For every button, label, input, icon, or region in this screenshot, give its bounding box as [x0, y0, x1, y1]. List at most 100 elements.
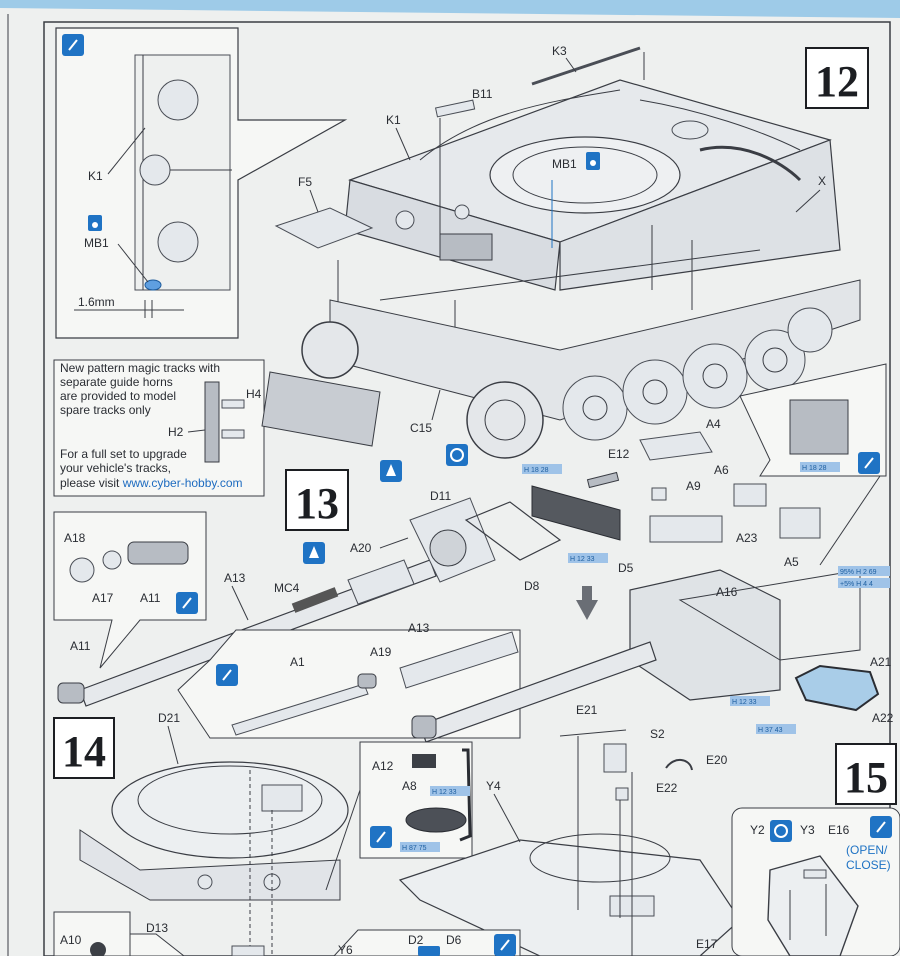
- paint-code-mix5: +5% H 4 4: [840, 581, 873, 588]
- part-a16-frame: [678, 569, 861, 661]
- cement-icon-ring: [450, 448, 464, 462]
- turret-ring: [489, 136, 681, 214]
- hatch-detail-2: [454, 204, 470, 220]
- label-a12: A12: [372, 759, 394, 773]
- paint-code-mix95: 95% H 2 69: [840, 569, 877, 576]
- arrow-a20: [379, 537, 409, 549]
- note-line-7-prefix: please visit: [60, 476, 123, 490]
- label-a11-barrel: A11: [70, 639, 91, 653]
- detail-inset-12: K1 MB1 1.6mm: [55, 27, 348, 339]
- label-a23: A23: [736, 531, 758, 545]
- part-d21-turret-ring: [111, 761, 349, 859]
- sprocket-left: [301, 321, 359, 379]
- label-a13: A13: [224, 571, 246, 585]
- part-y4: [398, 839, 741, 956]
- label-k1-detail: K1: [88, 169, 103, 183]
- cement-icon-3: [770, 820, 792, 842]
- part-a22: [794, 664, 880, 712]
- paint-drop-icon-dot: [92, 222, 98, 228]
- part-e22: [615, 787, 629, 801]
- part-a1: [231, 683, 369, 736]
- step-13-number: 13: [295, 479, 339, 528]
- label-a22: A22: [872, 711, 894, 725]
- label-s2: S2: [650, 727, 665, 741]
- part-e21: [559, 729, 627, 737]
- label-a5: A5: [784, 555, 799, 569]
- sprocket: [466, 381, 544, 459]
- bottom-left-inset: A10 D13: [53, 911, 265, 956]
- turret-ring-inner: [512, 146, 658, 204]
- part-b11: [434, 99, 476, 118]
- paint-code-h18-28: H 18 28: [524, 467, 549, 474]
- part-a5: [779, 507, 821, 539]
- mantlet-detail-part: [789, 399, 849, 455]
- turret-roof: Y4 E21 S2 E20 E22 E17: [398, 703, 741, 956]
- mantlet-parts: D11 D8 D5 H 12 33 A4 E12 H 18 28 A9 A6 A…: [409, 417, 821, 593]
- turret-hatch-1: [197, 874, 213, 890]
- leader-x: [795, 189, 821, 213]
- part-a6: [733, 483, 767, 507]
- part-turret-bottom: [231, 945, 265, 956]
- glue-icon-2-shape: [309, 546, 319, 558]
- bottom-left-frame-2: [129, 933, 185, 956]
- tracks-note: New pattern magic tracks with separate g…: [53, 359, 265, 497]
- part-e20: [665, 759, 693, 771]
- part-k3-rod: [531, 46, 641, 86]
- panel-hole-top: [157, 79, 199, 121]
- brush-icon-stroke: [68, 39, 78, 51]
- cement-icon-3-ring: [774, 824, 788, 838]
- label-mb1-detail: MB1: [84, 236, 109, 250]
- label-e21: E21: [576, 703, 598, 717]
- part-d5: [531, 485, 621, 541]
- part-e16: [803, 869, 827, 879]
- label-h4: H4: [246, 387, 262, 401]
- tracks-note-frame: [53, 359, 265, 497]
- label-d11: D11: [430, 489, 451, 503]
- inset-connector: [819, 475, 881, 566]
- step-15-number: 15: [844, 753, 888, 802]
- label-a11-detail: A11: [140, 591, 161, 605]
- paint-code-h18-28b: H 18 28: [802, 465, 827, 472]
- paint-code-h12-33c-bg: [430, 786, 470, 796]
- part-a18: [69, 557, 95, 583]
- paint-code-h87-75-bg: [400, 842, 440, 852]
- step-13-box: [285, 469, 349, 531]
- label-a10: A10: [60, 933, 82, 947]
- leader-f5: [309, 189, 319, 213]
- note-line-6: your vehicle's tracks,: [60, 461, 171, 475]
- step-15-box: [835, 743, 897, 805]
- roof-hatch-ring: [529, 833, 671, 883]
- suspension-arms: [379, 249, 761, 301]
- label-y2: Y2: [750, 823, 765, 837]
- road-wheel-1-hub: [582, 395, 608, 421]
- brush-icon-7-stroke: [876, 821, 886, 833]
- bottom-middle-frame: [333, 929, 521, 956]
- part-a10: [90, 942, 106, 956]
- paint-code-mix5-bg: [838, 578, 890, 588]
- label-d6: D6: [446, 933, 462, 947]
- note-line-7: please visit www.cyber-hobby.com: [60, 476, 243, 490]
- leader-a13: [231, 585, 249, 621]
- paint-code-h12-33b-bg: [730, 696, 770, 706]
- arrow-down-gray-shaft: [582, 586, 592, 602]
- leader-mb1-detail: [117, 243, 149, 283]
- label-d21: D21: [158, 711, 180, 725]
- muzzle-brake-lower: [411, 715, 437, 739]
- cyber-hobby-link[interactable]: www.cyber-hobby.com: [122, 476, 243, 490]
- label-a1: A1: [290, 655, 305, 669]
- leader-k3: [565, 57, 577, 73]
- label-x: X: [818, 174, 826, 188]
- paint-drop-icon-mb1-dot: [590, 160, 596, 166]
- guide-horn-1: [221, 399, 245, 409]
- note-line-5: For a full set to upgrade: [60, 447, 187, 461]
- tow-cable: [699, 145, 802, 182]
- road-wheel-2: [622, 359, 688, 425]
- step-12: 12: [805, 47, 869, 109]
- note-line-3: are provided to model: [60, 389, 176, 403]
- barrel-lower-inset: A1 A19 A13: [177, 621, 521, 739]
- step-14: 14: [53, 717, 115, 779]
- paint-code-h37-43: H 37 43: [758, 727, 783, 734]
- label-d13: D13: [146, 921, 168, 935]
- detail-inset-mantlet: H 18 28: [739, 363, 887, 566]
- road-wheel-2-hub: [642, 379, 668, 405]
